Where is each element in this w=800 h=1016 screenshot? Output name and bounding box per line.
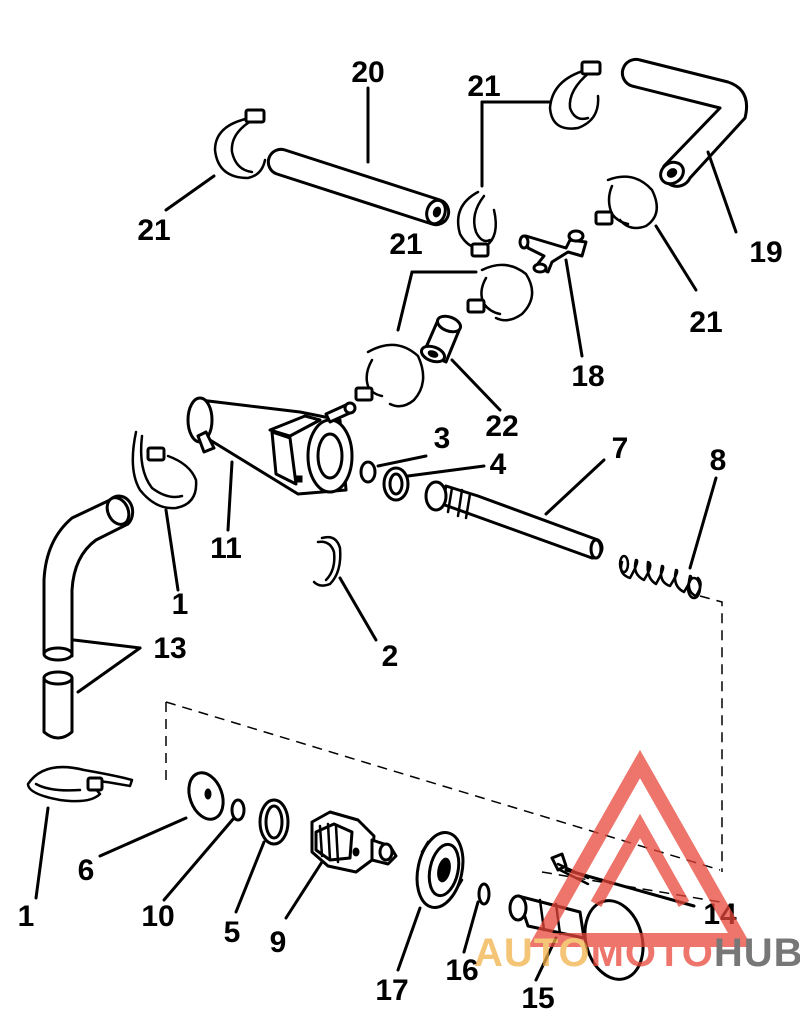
callout-13: 13 [153, 632, 186, 665]
callout-labels: 20 21 21 21 19 21 18 22 3 4 7 8 11 1 13 … [18, 56, 783, 1015]
spring-8 [618, 554, 702, 600]
callout-11: 11 [210, 532, 242, 565]
callout-21-right: 21 [689, 306, 722, 339]
callout-8: 8 [710, 444, 727, 477]
callout-20: 20 [351, 56, 384, 89]
o-ring-4 [382, 466, 410, 502]
callout-18: 18 [571, 360, 604, 393]
callout-17: 17 [375, 974, 408, 1007]
clamp-21-c [456, 190, 497, 258]
watermark-text: AUTOMOTOHUB [474, 931, 800, 975]
watermark-logo [527, 749, 753, 947]
tube-22 [419, 314, 463, 364]
washer-6 [187, 771, 225, 821]
callout-2: 2 [382, 640, 399, 673]
hose-13 [42, 494, 135, 740]
callout-21-mid: 21 [389, 228, 422, 261]
callout-15: 15 [521, 982, 554, 1015]
clamp-21-d [594, 175, 659, 230]
callout-10: 10 [141, 900, 174, 933]
clamp-21-b [548, 60, 602, 130]
callout-4: 4 [490, 448, 507, 481]
leader-lines [34, 86, 738, 982]
callout-7: 7 [612, 432, 629, 465]
o-ring-16 [477, 882, 491, 906]
tee-fitting-18 [518, 229, 588, 274]
callout-19: 19 [749, 236, 782, 269]
valve-body-9 [310, 810, 398, 874]
clamp-1-bottom [26, 765, 134, 803]
callout-9: 9 [270, 926, 287, 959]
clamp-1-top [131, 430, 198, 510]
clamp-21-a [213, 108, 267, 180]
callout-5: 5 [224, 916, 241, 949]
retaining-clip-2 [312, 535, 342, 587]
callout-6: 6 [78, 854, 95, 887]
callout-16: 16 [445, 954, 478, 987]
callout-1-bottom: 1 [18, 900, 35, 933]
plunger-7 [424, 480, 604, 560]
callout-22: 22 [485, 410, 518, 443]
hose-straight-20 [266, 147, 451, 227]
callout-1-top: 1 [172, 588, 189, 621]
callout-21-left: 21 [137, 214, 170, 247]
callout-21-top: 21 [467, 70, 500, 103]
callout-3: 3 [434, 422, 451, 455]
knob-ring-17 [415, 831, 465, 909]
hose-elbow-19 [620, 57, 749, 188]
clamp-21-f [354, 343, 425, 408]
o-ring-3 [359, 460, 377, 484]
automotohub-watermark: AUTOMOTOHUB [474, 749, 800, 975]
primer-body-11 [186, 396, 357, 496]
clamp-21-e [466, 263, 534, 322]
o-ring-10 [230, 798, 246, 822]
o-ring-5 [258, 798, 290, 846]
